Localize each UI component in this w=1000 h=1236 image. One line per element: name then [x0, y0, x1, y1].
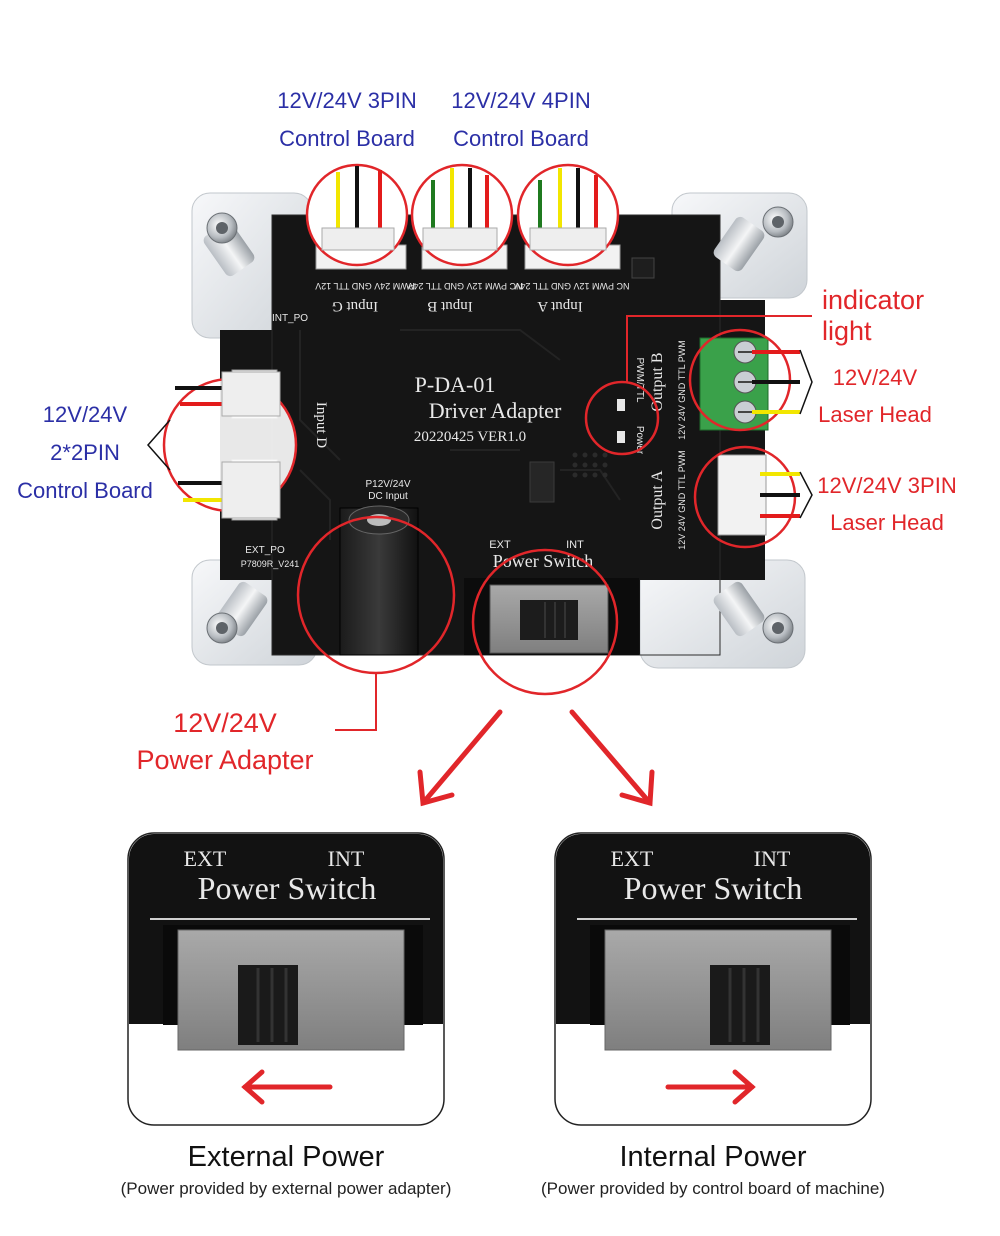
caption-internal-power-sub: (Power provided by control board of mach…: [541, 1179, 885, 1198]
callout-laser-screw-line1: 12V/24V: [832, 365, 918, 390]
output-a-connector: [717, 454, 767, 536]
panel-external-title: Power Switch: [198, 870, 377, 906]
callout-indicator-line2: light: [822, 316, 872, 346]
caption-internal-power: Internal Power: [619, 1141, 807, 1173]
dc-jack: [339, 505, 419, 656]
callout-ctrl3-line2: Control Board: [279, 126, 415, 151]
pcb-via-grid: [572, 452, 608, 478]
board-switch-int: INT: [566, 539, 584, 551]
ctrl3-zoom-circle: [305, 163, 409, 267]
callout-indicator-line1: indicator: [822, 285, 925, 315]
board-model: P-DA-01: [415, 372, 496, 397]
callout-laser-3pin-line1: 12V/24V 3PIN: [817, 473, 957, 498]
standoff-bottom-right: [713, 581, 794, 644]
silk-part: P7809R_V241: [241, 559, 300, 569]
silk-output-a: Output A: [649, 470, 666, 530]
board-switch-ext: EXT: [489, 539, 511, 551]
ctrl4-zoom-circle: [410, 163, 514, 267]
standoff-top-right: [713, 206, 794, 272]
callout-laser-screw-line2: Laser Head: [818, 402, 932, 427]
callout-ctrl22-line3: Control Board: [17, 478, 153, 503]
pcb-traces: [299, 329, 621, 540]
laser-screw-zoom-circle: [688, 328, 813, 432]
panel-internal-title: Power Switch: [624, 870, 803, 906]
callout-ctrl4-line1: 12V/24V 4PIN: [451, 88, 591, 113]
silk-output-b: Output B: [649, 352, 666, 411]
panel-external-int: INT: [328, 846, 365, 871]
caption-external-power-sub: (Power provided by external power adapte…: [120, 1179, 452, 1198]
panel-internal-int: INT: [754, 846, 791, 871]
arrow-left-icon: [241, 1069, 333, 1105]
dc-input-line1: P12V/24V: [365, 479, 410, 490]
board-name: Driver Adapter: [429, 398, 562, 423]
silk-led-pwm: PWM/TTL: [634, 358, 645, 403]
silk-pin3-top: PWM 24V GND TTL 12V: [315, 281, 415, 291]
laser-3pin-zoom-circle: [693, 445, 813, 549]
panel-external: EXT INT Power Switch: [127, 832, 445, 1126]
silk-pin4-top: NC PWM 12V GND TTL 24V: [407, 281, 522, 291]
silk-input-b: Input B: [427, 298, 472, 314]
silk-outa-pins: 12V 24V GND TTL PWM: [677, 450, 687, 550]
standoff-bottom-left: [206, 581, 268, 644]
arrow-to-internal: [569, 709, 655, 807]
indicator-leds: [617, 399, 625, 443]
panel-external-ext: EXT: [184, 846, 227, 871]
ctrl4b-zoom-circle: [516, 163, 620, 267]
callout-ctrl3-line1: 12V/24V 3PIN: [277, 88, 417, 113]
arrow-right-icon: [665, 1069, 756, 1105]
switch-zoom-circle: [471, 548, 619, 696]
panel-internal-ext: EXT: [611, 846, 654, 871]
chip: [529, 461, 555, 503]
callout-laser-3pin-line2: Laser Head: [830, 510, 944, 535]
dc-jack-zoom-circle: [296, 515, 456, 731]
ctrl22-zoom-circle: [147, 371, 298, 519]
callout-ctrl22-line1: 12V/24V: [42, 402, 128, 427]
silk-input-a: Input A: [537, 298, 583, 314]
callout-ctrl4-line2: Control Board: [453, 126, 589, 151]
silk-outb-pins: 12V 24V GND TTL PWM: [677, 340, 687, 440]
indicator-zoom-circle: [584, 315, 812, 456]
silk-pin4b-top: NC PWM 12V GND TTL 24V: [514, 281, 629, 291]
silk-input-g: Input G: [332, 298, 378, 314]
dc-input-line2: DC Input: [368, 491, 408, 502]
callout-ctrl22-line2: 2*2PIN: [50, 440, 120, 465]
callout-power-adapter-line1: 12V/24V: [173, 708, 277, 738]
silk-led-power: Power: [634, 426, 645, 455]
board-version: 20220425 VER1.0: [414, 429, 526, 445]
silk-ext-po: EXT_PO: [245, 545, 285, 556]
silk-input-d: Input D: [313, 402, 329, 448]
standoff-top-left: [203, 212, 255, 277]
callout-power-adapter-line2: Power Adapter: [136, 745, 314, 775]
silk-int-po: INT_PO: [272, 313, 308, 324]
panel-internal: EXT INT Power Switch: [554, 832, 872, 1126]
arrow-to-external: [417, 709, 503, 807]
caption-external-power: External Power: [187, 1141, 385, 1173]
